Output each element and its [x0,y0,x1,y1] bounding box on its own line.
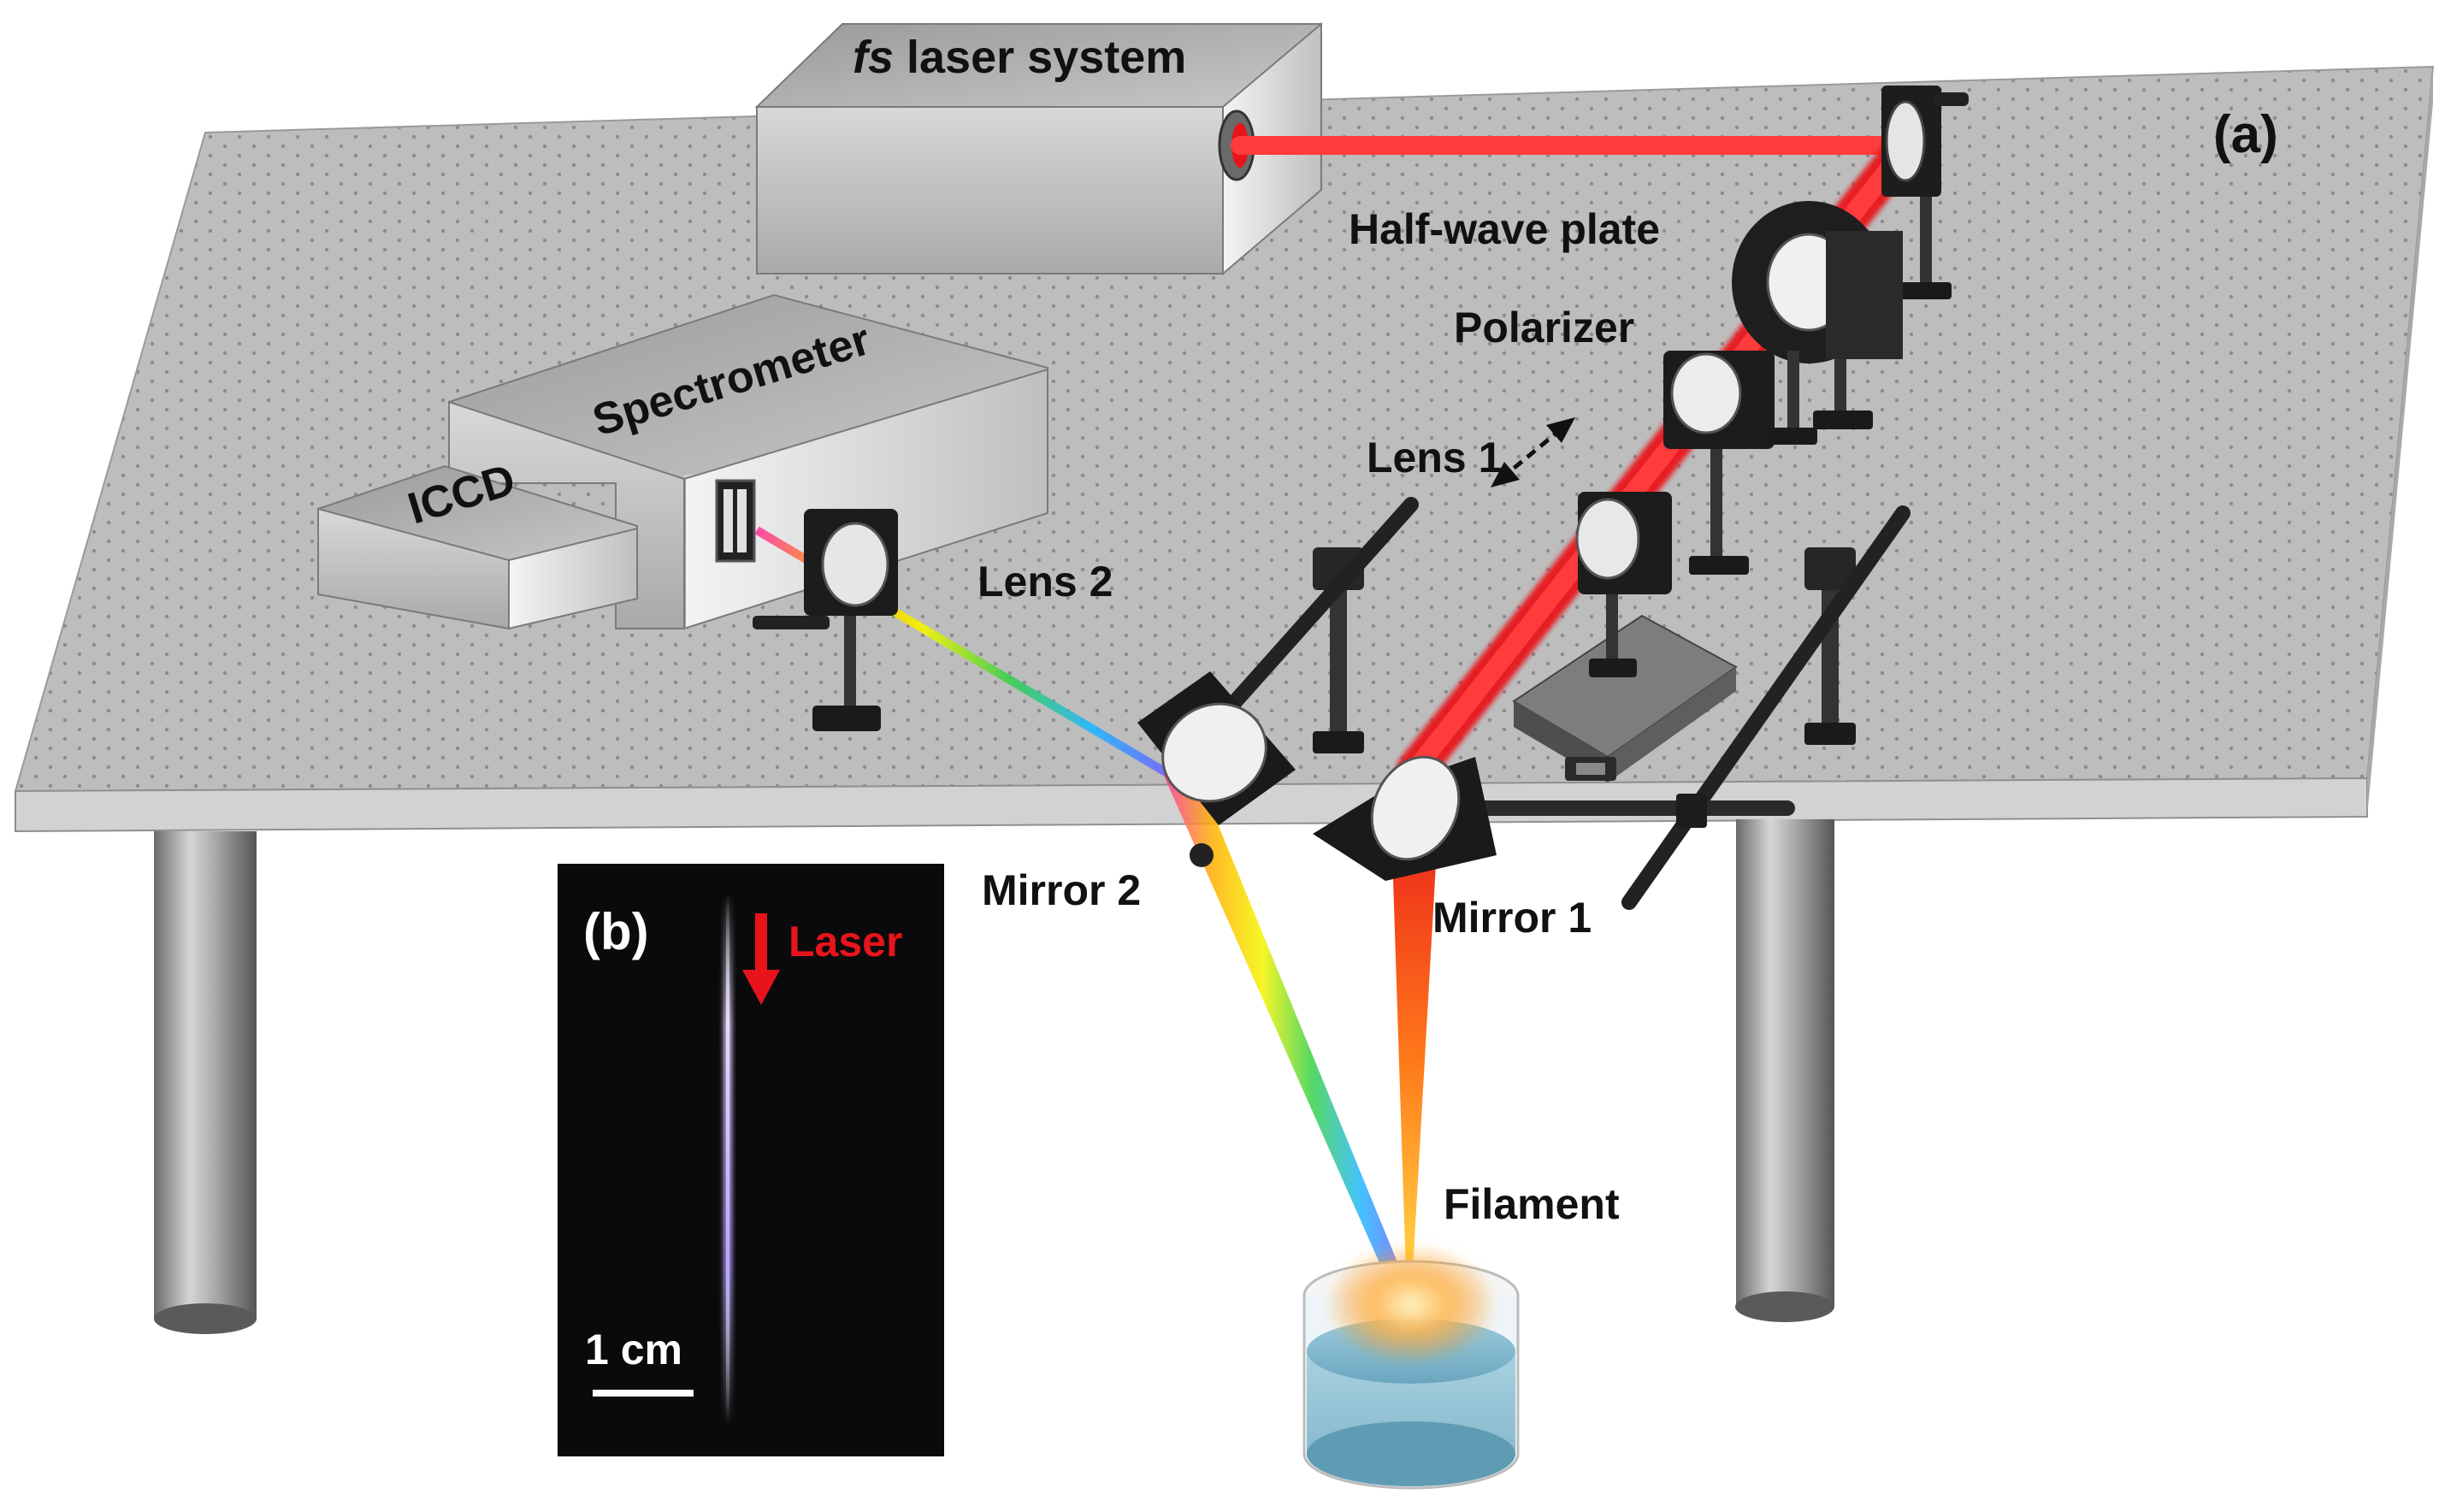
label-panel-b: (b) [583,903,649,960]
table-leg-front-left [154,831,257,1319]
lens-2-mount [753,509,898,731]
laser-beam-path [754,127,1926,1300]
label-mirror-1: Mirror 1 [1432,894,1592,942]
iccd-camera [317,464,638,630]
label-polarizer: Polarizer [1454,304,1634,351]
mounting-posts [1190,497,1911,910]
scale-bar [593,1390,694,1397]
table-leg-front-right [1736,819,1834,1307]
label-half-wave-plate: Half-wave plate [1349,205,1660,253]
label-scale: 1 cm [585,1326,682,1373]
collected-light [1163,774,1411,1296]
mirror-2-mount [1137,671,1296,867]
half-wave-plate-mount [1732,201,1903,429]
label-laser-direction: Laser [788,918,902,966]
focused-beam [1390,774,1441,1300]
label-filament: Filament [1444,1180,1620,1228]
filament-glow [1326,1244,1497,1364]
lens-1-mount [1512,492,1738,783]
polarizer-mount [1663,351,1817,575]
water-cuvette [1302,1244,1520,1490]
mirror-1-mount [1313,755,1497,881]
arrow-down-icon [742,913,780,1005]
label-lens-1: Lens 1 [1367,434,1502,481]
label-laser-system: fs laser system [853,32,1186,83]
label-mirror-2: Mirror 2 [982,866,1141,914]
double-arrow-icon [1491,417,1575,487]
spectrometer-entrance-slit [715,479,756,563]
filament-photo-inset [558,864,944,1456]
label-lens-2: Lens 2 [977,558,1113,605]
label-panel-a: (a) [2213,105,2278,164]
steering-mirror [1881,86,1969,299]
fs-laser-system [754,21,1322,276]
